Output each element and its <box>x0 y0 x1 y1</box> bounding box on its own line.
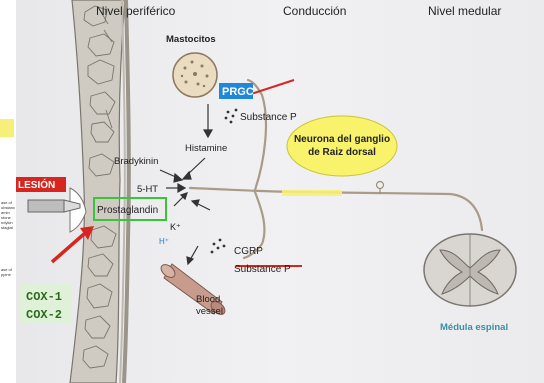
label-cgrp: CGRP <box>234 246 263 257</box>
side-text: staglat <box>1 225 14 230</box>
label-cox2: COX-2 <box>26 308 62 322</box>
left-margin <box>0 0 16 383</box>
label-lesion: LESIÓN <box>18 178 55 191</box>
label-spinal-cord: Médula espinal <box>440 322 508 333</box>
fiber-highlight <box>282 190 342 196</box>
neuron-bubble <box>287 116 397 176</box>
label-neuron-line1: Neurona del ganglio <box>294 134 390 145</box>
label-histamine: Histamine <box>185 143 227 154</box>
label-vessel: vessel <box>196 306 223 317</box>
label-substance-p-top: Substance P <box>240 112 297 123</box>
label-neuron-line2: de Raiz dorsal <box>308 147 376 158</box>
label-potassium: K⁺ <box>170 222 181 232</box>
scalpel-icon <box>28 200 80 212</box>
header-medullary: Nivel medular <box>428 4 501 18</box>
label-hydrogen: H⁺ <box>159 237 169 246</box>
header-peripheral: Nivel periférico <box>96 4 176 18</box>
label-bradykinin: Bradykinin <box>114 156 158 167</box>
spinal-cord <box>424 234 516 306</box>
left-highlight-marker <box>0 119 14 137</box>
mast-cell <box>173 53 217 97</box>
label-serotonin: 5-HT <box>137 184 158 195</box>
label-prostaglandin: Prostaglandin <box>97 205 158 216</box>
side-text: ppine <box>1 272 12 277</box>
label-prgc: PRGC <box>222 86 254 98</box>
header-conduction: Conducción <box>283 4 346 18</box>
label-substance-p-bottom: Substance P <box>234 264 291 275</box>
label-blood: Blood <box>196 294 220 305</box>
label-mast-cells: Mastocitos <box>166 34 216 45</box>
label-cox1: COX-1 <box>26 290 62 304</box>
